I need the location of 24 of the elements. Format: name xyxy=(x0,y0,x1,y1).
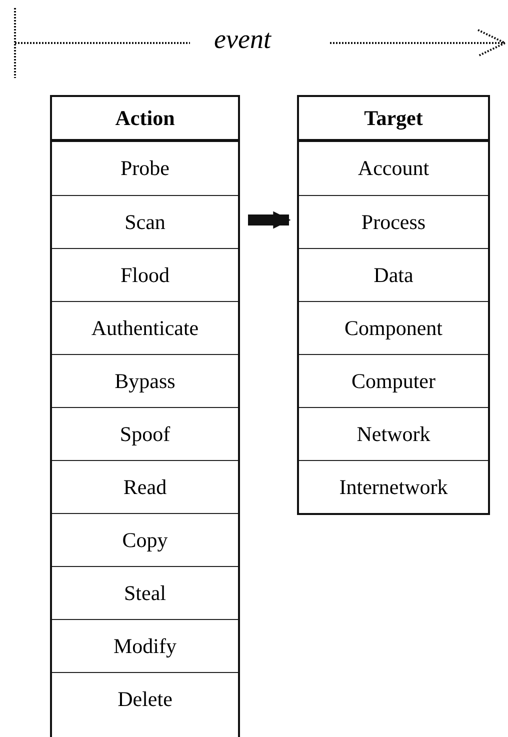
event-label: event xyxy=(214,24,271,55)
table-row: Authenticate xyxy=(52,301,238,354)
table-row: Modify xyxy=(52,619,238,672)
table-row: Flood xyxy=(52,248,238,301)
table-row: Internetwork xyxy=(299,460,488,513)
block-arrow xyxy=(248,211,291,229)
table-row: Scan xyxy=(52,195,238,248)
table-row: Delete xyxy=(52,672,238,725)
table-row: Bypass xyxy=(52,354,238,407)
table-row: Spoof xyxy=(52,407,238,460)
table-row: Copy xyxy=(52,513,238,566)
table-row: Component xyxy=(299,301,488,354)
table-row: Network xyxy=(299,407,488,460)
table-row: Probe xyxy=(52,142,238,195)
table-row: Read xyxy=(52,460,238,513)
table-row: Data xyxy=(299,248,488,301)
column-header: Action xyxy=(52,97,238,142)
table-column xyxy=(297,95,490,515)
table-row: Process xyxy=(299,195,488,248)
table-column xyxy=(50,95,240,737)
table-row: Steal xyxy=(52,566,238,619)
column-header: Target xyxy=(299,97,488,142)
table-row: Computer xyxy=(299,354,488,407)
table-row: Account xyxy=(299,142,488,195)
